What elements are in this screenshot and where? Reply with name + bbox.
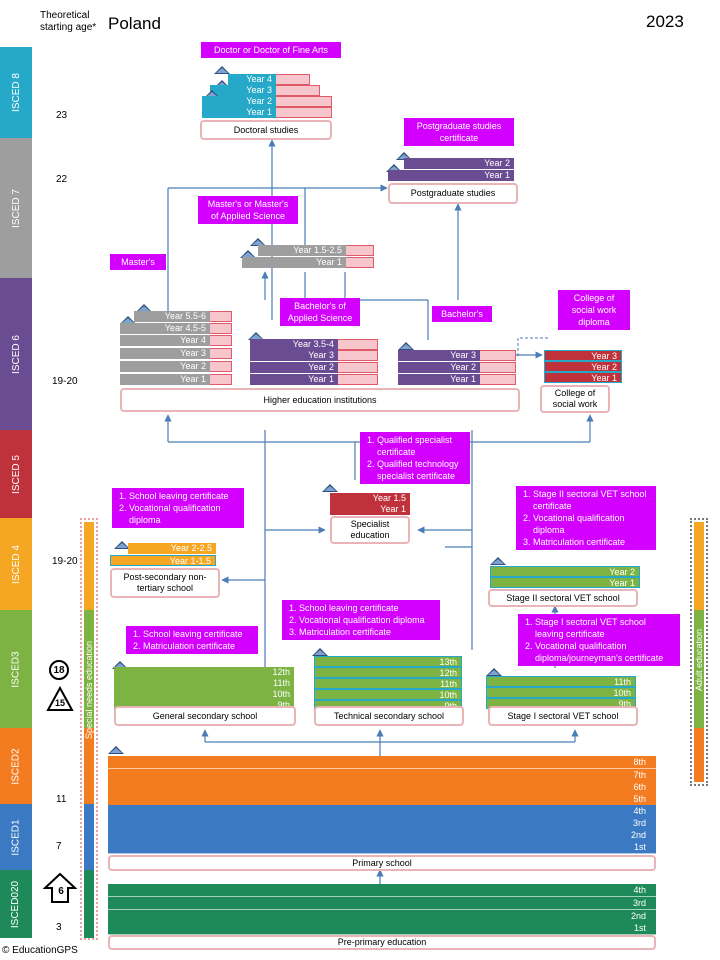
year-title: 2023: [646, 12, 684, 31]
institution-stage1-vet: Stage I sectoral VET school: [488, 706, 638, 726]
age-23: 23: [56, 110, 68, 121]
entry-icon: [214, 66, 230, 74]
age-19-20-b: 19-20: [52, 556, 78, 567]
isced-3-band: ISCED3: [0, 610, 32, 728]
isced-2-band: ISCED2: [0, 728, 32, 804]
compulsory-start-arrow: [43, 872, 77, 903]
qualification-master-applied: Master's or Master's of Applied Science: [198, 196, 298, 224]
qualification-bachelor: Bachelor's: [432, 306, 492, 322]
qualification-doctor: Doctor or Doctor of Fine Arts: [201, 42, 341, 58]
qualification-stage2: Stage II sectoral VET school certificate…: [516, 486, 656, 550]
age-11: 11: [56, 794, 67, 805]
institution-higher-education: Higher education institutions: [120, 388, 520, 412]
qualification-stage1: Stage I sectoral VET school leaving cert…: [518, 614, 680, 666]
age-column-header: Theoretical starting age*: [40, 10, 97, 33]
institution-doctoral-studies: Doctoral studies: [200, 120, 332, 140]
isced-4-band: ISCED 4: [0, 518, 32, 610]
qualification-technical-secondary: School leaving certificateVocational qua…: [282, 600, 440, 640]
age-19-20: 19-20: [52, 376, 78, 387]
part-time-compulsory-triangle: [46, 686, 74, 711]
institution-primary-school: Primary school: [108, 855, 656, 871]
country-title: Poland: [108, 14, 161, 33]
special-needs-bar: [80, 518, 98, 940]
institution-postgraduate-studies: Postgraduate studies: [388, 183, 518, 204]
isced-6-band: ISCED 6: [0, 278, 32, 430]
isced-7-band: ISCED 7: [0, 138, 32, 278]
qualification-master: Master's: [110, 254, 166, 270]
qualification-general-secondary: School leaving certificateMatriculation …: [126, 626, 258, 654]
isced-8-band: ISCED 8: [0, 47, 32, 138]
age-22: 22: [56, 174, 68, 185]
qualification-college: College of social work diploma: [558, 290, 630, 330]
institution-technical-secondary: Technical secondary school: [314, 706, 464, 726]
isced-1-band: ISCED1: [0, 804, 32, 870]
compulsory-end-circle: 18: [49, 660, 69, 680]
institution-general-secondary: General secondary school: [114, 706, 296, 726]
institution-specialist-education: Specialist education: [330, 516, 410, 544]
institution-college-social-work: College of social work: [540, 385, 610, 413]
copyright: © EducationGPS: [2, 945, 78, 956]
isced-5-band: ISCED 5: [0, 430, 32, 518]
qualification-post-secondary: School leaving certificateVocational qua…: [112, 488, 244, 528]
qualification-bachelor-applied: Bachelor's of Applied Science: [280, 298, 360, 326]
isced-020-band: ISCED020: [0, 870, 32, 938]
institution-stage2-vet: Stage II sectoral VET school: [488, 589, 638, 607]
age-7: 7: [56, 841, 62, 852]
adult-education-bar: [690, 518, 708, 786]
institution-post-secondary: Post-secondary non-tertiary school: [110, 568, 220, 598]
age-3: 3: [56, 922, 62, 933]
qualification-specialist: Qualified specialist certificateQualifie…: [360, 432, 470, 484]
institution-pre-primary: Pre-primary education: [108, 935, 656, 950]
qualification-postgrad: Postgraduate studies certificate: [404, 118, 514, 146]
